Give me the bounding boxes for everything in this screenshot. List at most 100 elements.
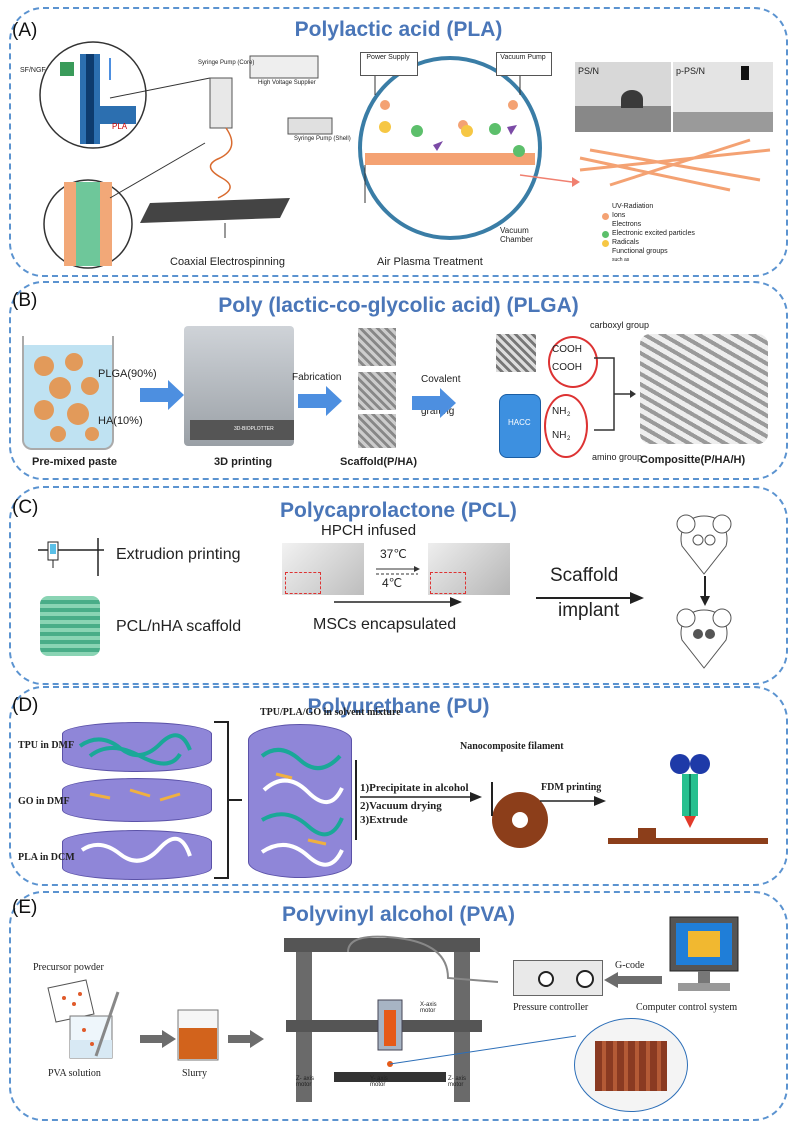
panel-d-title: Polyurethane (PU) [307,695,490,718]
pcl-scaffold-label: PCL/nHA scaffold [116,618,242,635]
power-supply-box [360,52,418,76]
go-label: GO in DMF [18,796,70,807]
premixed-label: Pre-mixed paste [32,456,117,468]
electrospinning-setup [109,55,333,238]
power-supply-label: Power Supply [366,54,410,61]
rat-arrow [700,576,710,606]
powder-pouring [47,979,120,1059]
hpch-highlight-2 [430,572,466,594]
computer-icon [669,916,739,991]
panel-b-label: (B) [12,290,38,311]
legend-such-as: such as [612,257,630,263]
mixture-contents [260,748,344,867]
nh2-circle [544,394,588,458]
air-plasma-label: Air Plasma Treatment [377,256,483,268]
scaffold-label: Scaffold(P/HA) [340,456,417,468]
temp-4: 4℃ [382,576,403,590]
mixture-label: TPU/PLA/GO in solvent mixture [260,707,401,718]
grafting-label: grafting [421,406,455,417]
composite-scaffold [640,334,768,444]
ha-label: HA(10%) [98,415,143,427]
paste-particles [34,353,99,442]
bioplotter-base [190,420,294,440]
nh2-a: NH [552,406,567,417]
panel-d-label: (D) [12,695,39,716]
implant-arrow [536,592,644,604]
go-vessel [62,778,212,822]
vacuum-pump-label: Vacuum Pump [500,54,546,61]
panel-e-frame [9,891,788,1121]
extrusion-label: Extrudion printing [116,546,241,563]
hpch-photo-1 [282,543,364,595]
sf-ngf-label: SF/NGF [20,67,46,74]
filament-label: Nanocomposite filament [460,741,564,752]
fabrication-label: Fabrication [292,372,342,383]
coaxial-label: Coaxial Electrospinning [170,256,285,268]
blue-arrow-2 [298,386,342,416]
legend-functional: Functional groups [612,248,668,255]
scaffold-block-3 [358,414,396,448]
step-3: 3)Extrude [360,814,408,826]
gcode-label: G-code [615,960,645,971]
pla-vessel [62,830,212,880]
cooh-2: COOH [552,362,582,373]
x-axis-motor: X-axis motor [420,1002,437,1014]
slurry-beaker [177,1009,219,1061]
legend-excited: Electronic excited particles [612,230,695,237]
hpch-photo-2 [428,543,510,595]
legend-ions: Ions [612,212,626,219]
y-axis-motor: Y- axis motor [370,1076,388,1088]
legend-uv: UV-Radiation [612,203,654,210]
hpch-label: HPCH infused [321,522,417,539]
legend-electrons: Electrons [612,221,642,228]
legend-excited-dot [602,231,609,238]
panel-c-label: (C) [12,497,39,518]
fiber-cross-section [43,179,133,269]
mixture-bracket [355,760,357,840]
panel-a-label: (A) [12,20,38,41]
printer-frame [284,935,499,1102]
filament-spool [491,782,548,848]
pcl-scaffold-icon [40,596,100,656]
legend-radicals-dot [602,240,609,247]
blue-arrow-1 [140,380,184,410]
process-arrow [334,597,462,607]
temp-37: 37℃ [380,547,407,561]
temp-arrows [376,566,420,575]
scaffold-block-2 [358,372,396,410]
pva-label: PVA solution [48,1068,101,1079]
step-1: 1)Precipitate in alcohol [360,782,469,794]
cooh-circle [548,336,598,388]
cooh-1: COOH [552,344,582,355]
vacuum-pump-box [496,52,552,76]
treated-fibers [579,138,771,192]
z-axis-motor-2: Z- axis motor [448,1076,466,1088]
ps-n-image [575,62,671,132]
covalent-label: Covalent [421,374,461,385]
gray-arrow-2 [228,1030,264,1048]
pressure-gauge-1 [538,971,554,987]
blue-arrow-3 [412,388,456,418]
panel-a-frame [9,7,788,277]
syringe-shell-label: Syringe Pump (Shell) [294,136,351,142]
amino-label: amino group [592,452,643,462]
panel-e-label: (E) [12,897,38,918]
nh2-b: NH [552,430,567,441]
panel-b-title: Poly (lactic-co-glycolic acid) (PLGA) [218,294,579,317]
p-ps-n-label: p-PS/N [676,66,706,76]
high-voltage-label: High Voltage Supplier [258,80,316,86]
extruder-icon [38,538,104,576]
rat-head-icon-2 [676,608,732,669]
carboxyl-label: carboxyl group [590,320,650,330]
vessel-contents [78,733,192,863]
panel-c-frame [9,486,788,685]
pressure-gauge-2 [576,970,594,988]
hpch-highlight-1 [285,572,321,594]
printed-lattice-zoom [574,1018,688,1112]
fdm-printer [608,754,768,844]
pla-tag: PLA [112,122,128,131]
hacc-box [499,394,541,458]
scaffold-block-1 [358,328,396,366]
precursor-label: Precursor powder [33,962,104,973]
panel-a-title: Polylactic acid (PLA) [294,18,503,41]
